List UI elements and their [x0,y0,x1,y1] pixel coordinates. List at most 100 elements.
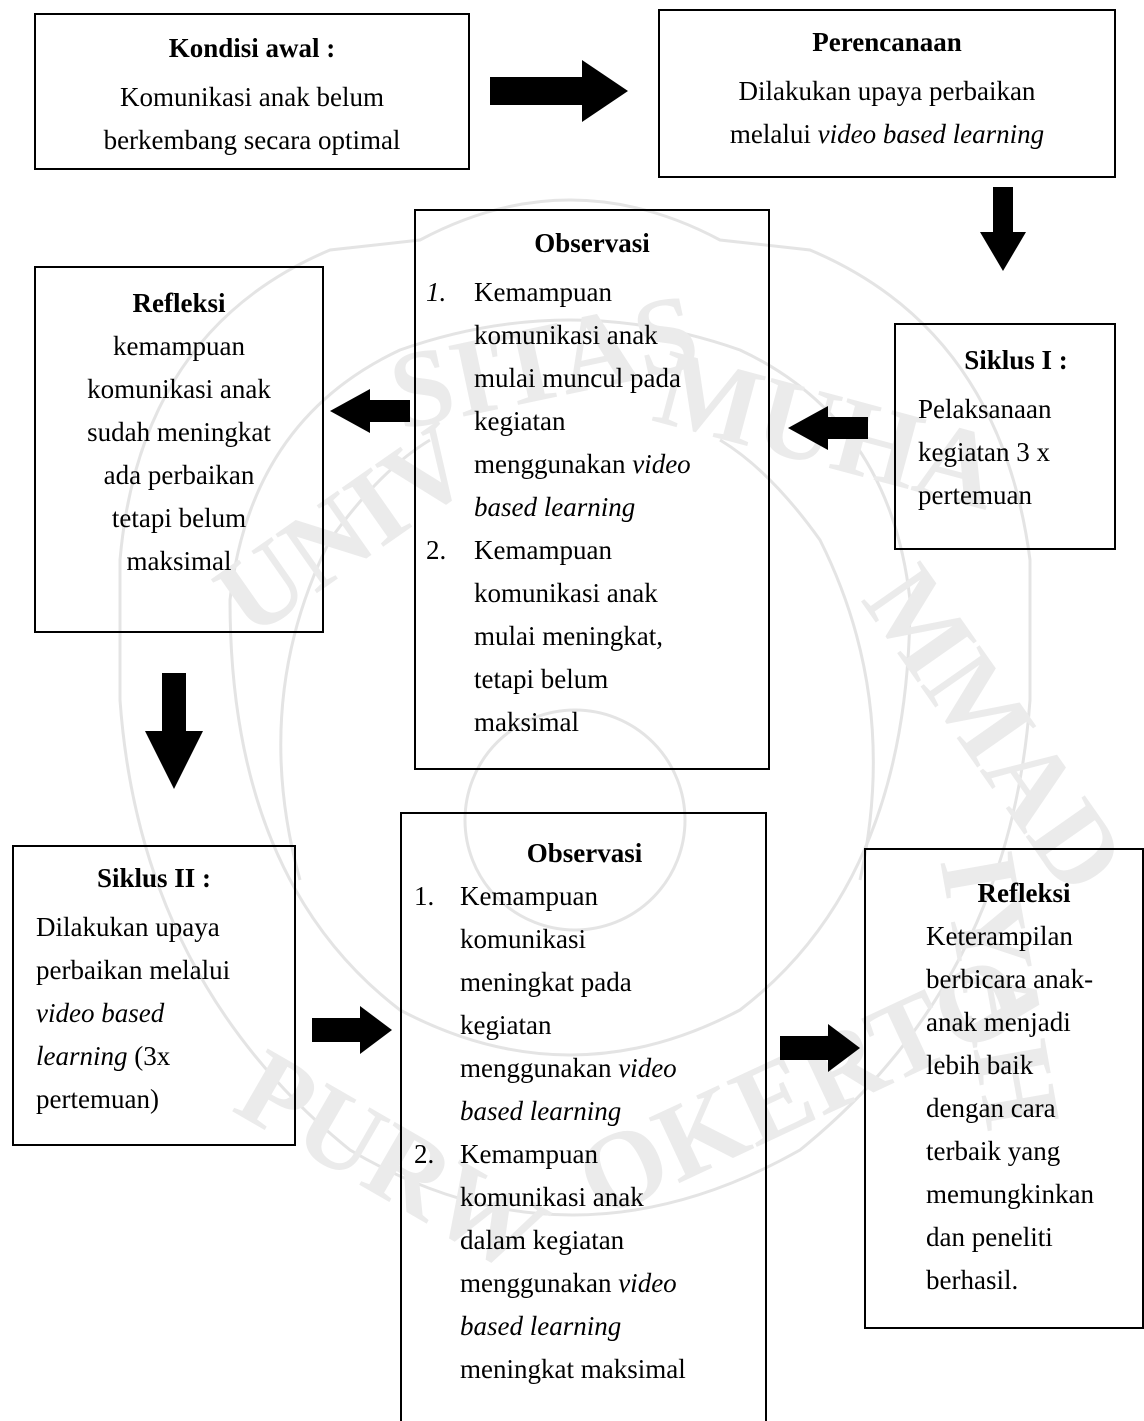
list-number: 1. [414,881,435,911]
text-line: meningkat pada [460,967,632,997]
text-line: maksimal [474,707,579,737]
text-italic: based learning [474,492,636,522]
node-text: Dilakukan upaya perbaikan [738,76,1036,106]
text-line: sudah meningkat [87,417,271,447]
node-title: Refleksi [132,288,226,318]
text-line: komunikasi anak [87,374,271,404]
text-italic: video [618,1053,677,1083]
list-number: 2. [414,1139,435,1169]
node-title: Observasi [526,838,643,868]
text-line: based learning [460,1090,755,1133]
list-text: Kemampuan komunikasi meningkat pada kegi… [460,875,755,1133]
text-line: komunikasi anak [474,320,658,350]
text-line: tetapi belum [474,664,609,694]
list-text: Kemampuan komunikasi anak mulai meningka… [474,529,758,744]
node-observasi-1: Observasi 1. Kemampuan komunikasi anak m… [414,209,770,770]
text-line: dalam kegiatan [460,1225,625,1255]
list-item: 1. Kemampuan komunikasi anak mulai muncu… [426,271,758,529]
text-part: menggunakan [474,449,633,479]
node-text: Komunikasi anak belum [120,82,384,112]
text-line: dan peneliti [926,1222,1053,1252]
text-line: pertemuan [918,480,1032,510]
list-number: 1. [426,271,474,314]
text-part: (3x [127,1041,171,1071]
list-item: 2. Kemampuan komunikasi anak dalam kegia… [414,1133,755,1391]
text-line: video based [36,992,294,1035]
text-italic: 1. [426,277,447,307]
list-number: 2. [426,535,447,565]
text-italic: based learning [460,1311,622,1341]
node-refleksi-1: Refleksi kemampuan komunikasi anak sudah… [34,266,324,633]
text-part: melalui [729,119,818,149]
node-title: Perencanaan [812,27,962,57]
arrow-right-icon [312,1006,392,1054]
text-line: kegiatan 3 x [918,437,1050,467]
text-line: terbaik yang [926,1136,1061,1166]
text-line: maksimal [126,546,232,576]
arrow-right-icon [780,1024,860,1072]
text-line: memungkinkan [926,1179,1094,1209]
text-line: komunikasi [460,924,586,954]
text-line: komunikasi anak [474,578,658,608]
node-title: Observasi [534,228,650,258]
text-line: ada perbaikan [103,460,255,490]
text-line: lebih baik [926,1050,1034,1080]
text-line: berhasil. [926,1265,1019,1295]
text-line: learning (3x [36,1035,294,1078]
text-line: kegiatan [460,1010,552,1040]
text-line: berbicara anak- [926,964,1094,994]
arrow-down-icon [145,673,203,789]
text-part: menggunakan [460,1268,619,1298]
arrow-left-icon [788,406,868,450]
node-kondisi-awal: Kondisi awal : Komunikasi anak belum ber… [34,13,470,170]
text-italic: learning [36,1041,128,1071]
text-line: Kemampuan [460,881,598,911]
node-title: Siklus II : [96,863,212,893]
node-text: berkembang secara optimal [103,125,401,155]
text-line: based learning [474,486,758,529]
text-line: menggunakan video [460,1262,755,1305]
list-text: Kemampuan komunikasi anak dalam kegiatan… [460,1133,755,1391]
node-title: Siklus I : [964,345,1068,375]
node-siklus-2: Siklus II : Dilakukan upaya perbaikan me… [12,845,296,1146]
list-item: 1. Kemampuan komunikasi meningkat pada k… [414,875,755,1133]
list-text: Kemampuan komunikasi anak mulai muncul p… [474,271,758,529]
node-perencanaan: Perencanaan Dilakukan upaya perbaikan me… [658,9,1116,178]
arrow-right-icon [490,60,628,122]
text-line: based learning [460,1305,755,1348]
text-italic: based learning [460,1096,622,1126]
node-title: Kondisi awal : [168,33,336,63]
arrow-left-icon [330,389,410,433]
text-line: menggunakan video [474,443,758,486]
node-text: melalui video based learning [660,113,1114,156]
text-italic: video based [36,998,165,1028]
node-siklus-1: Siklus I : Pelaksanaan kegiatan 3 x pert… [894,323,1116,550]
text-italic: video [618,1268,677,1298]
text-italic: video based learning [817,119,1045,149]
text-line: Keterampilan [926,921,1073,951]
text-part: menggunakan [460,1053,619,1083]
list-item: 2. Kemampuan komunikasi anak mulai menin… [426,529,758,744]
text-line: Kemampuan [474,277,612,307]
arrow-down-icon [980,187,1026,271]
node-title: Refleksi [977,878,1071,908]
text-line: Dilakukan upaya [36,912,220,942]
text-line: komunikasi anak [460,1182,644,1212]
text-italic: video [632,449,691,479]
text-line: dengan cara [926,1093,1056,1123]
node-refleksi-2: Refleksi Keterampilan berbicara anak- an… [864,848,1144,1329]
text-line: kemampuan [113,331,245,361]
text-line: mulai muncul pada [474,363,681,393]
node-observasi-2: Observasi 1. Kemampuan komunikasi mening… [400,812,767,1421]
text-line: kegiatan [474,406,566,436]
text-line: Kemampuan [460,1139,598,1169]
text-line: tetapi belum [111,503,247,533]
text-line: Kemampuan [474,535,612,565]
text-line: anak menjadi [926,1007,1071,1037]
text-line: Pelaksanaan [918,394,1052,424]
text-line: meningkat maksimal [460,1354,686,1384]
text-line: pertemuan) [36,1084,159,1114]
text-line: menggunakan video [460,1047,755,1090]
